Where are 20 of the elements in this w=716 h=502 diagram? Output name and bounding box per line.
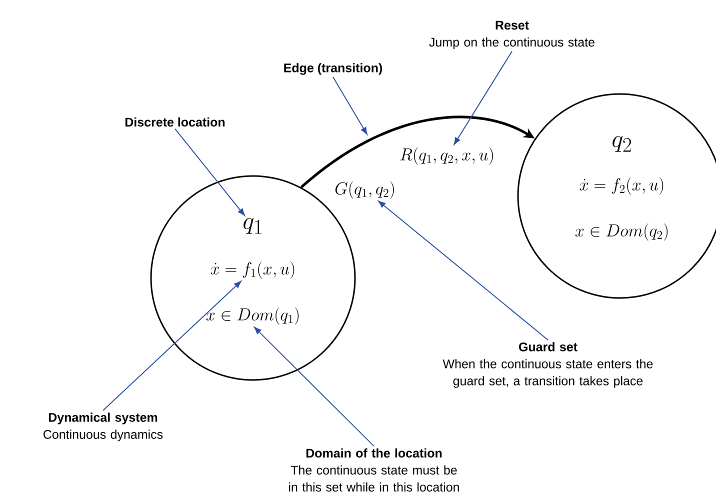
formula: $R(q_1, q_2, x, u)$ bbox=[400, 147, 493, 165]
leader-line bbox=[332, 76, 368, 135]
annotation: Dynamical system Continuous dynamics bbox=[44, 412, 163, 442]
leader-line bbox=[254, 326, 374, 447]
formula: $\dot{x} = f_2(x,u)$ bbox=[580, 177, 664, 195]
state-label: $q_2$ bbox=[612, 136, 632, 152]
annotation: Discrete location bbox=[125, 117, 225, 127]
leader-line bbox=[378, 200, 548, 340]
formula: $x \in Dom(q_2)$ bbox=[575, 223, 668, 241]
formula: $\dot{x} = f_1(x,u)$ bbox=[210, 261, 294, 279]
annotation: Reset Jump on the continuous state bbox=[429, 20, 594, 50]
annotation: Guard set When the continuous state enters the guard set, a transition takes place bbox=[442, 342, 653, 388]
formula: $G(q_1, q_2)$ bbox=[335, 181, 394, 199]
annotation: Edge (transition) bbox=[284, 63, 382, 75]
state-label: $q_1$ bbox=[244, 218, 262, 234]
leader-line bbox=[174, 128, 245, 216]
leader-line bbox=[454, 50, 512, 145]
annotation: Domain of the location The continuous state must be in this set while in this location bbox=[289, 448, 459, 492]
leader-line bbox=[102, 280, 242, 411]
formula: $x \in Dom(q_1)$ bbox=[206, 307, 299, 325]
